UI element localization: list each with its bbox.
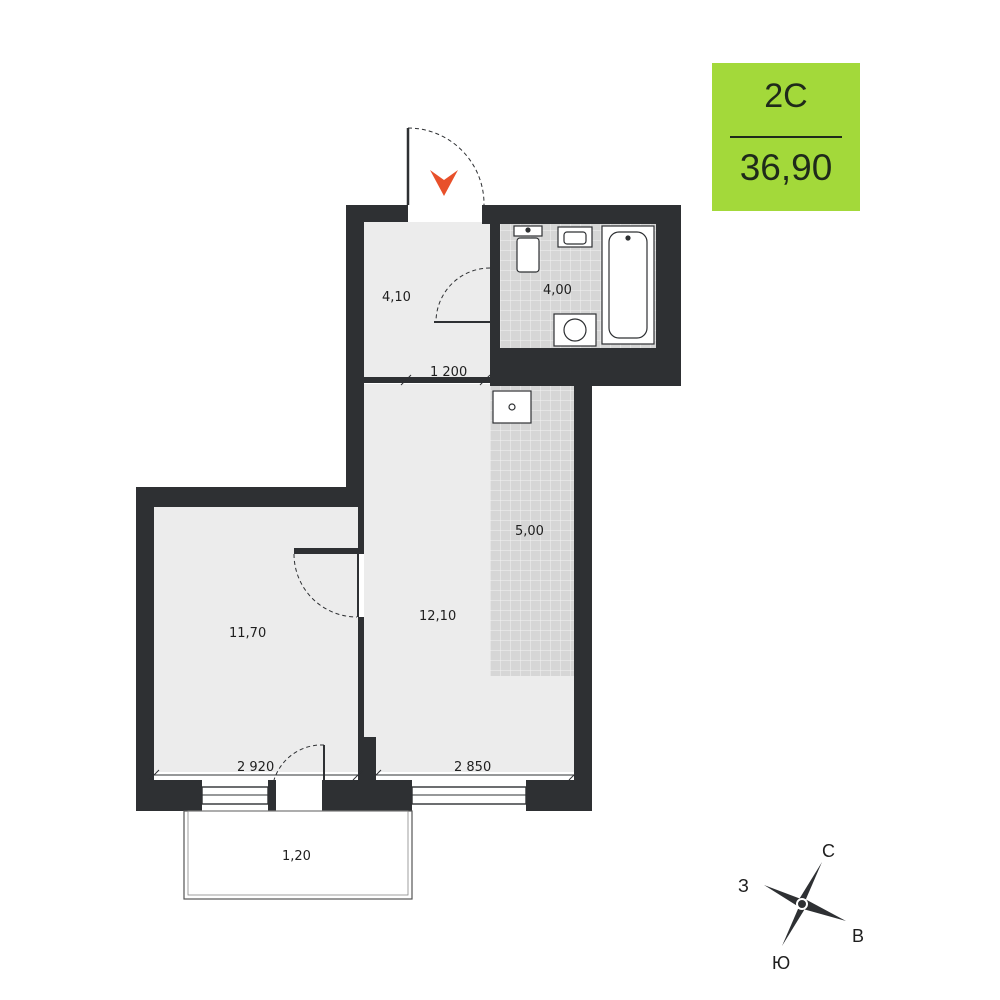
window-living (411, 780, 527, 811)
washing-machine (553, 313, 597, 347)
kitchen-area-label: 5,00 (515, 524, 544, 539)
bathroom-door (434, 267, 491, 323)
apartment-type: 2С (764, 77, 808, 115)
apartment-total-area: 36,90 (739, 147, 833, 188)
kitchen-tile-zone (490, 386, 574, 676)
balcony-door (273, 744, 325, 781)
walls (136, 205, 681, 811)
apartment-badge: 2С 36,90 (712, 63, 860, 211)
bathtub (601, 225, 655, 345)
compass-north: С (822, 841, 835, 861)
dimension-bedroom-label: 2 920 (237, 760, 274, 775)
balcony-area-label: 1,20 (282, 849, 311, 864)
living-area-label: 12,10 (419, 609, 456, 624)
compass-east: В (852, 926, 864, 946)
dimension-hall (364, 374, 491, 386)
badge-divider (730, 136, 842, 138)
entrance-door (406, 127, 485, 206)
bedroom-area-label: 11,70 (229, 626, 266, 641)
bedroom-door (293, 553, 359, 618)
dimension-bedroom (148, 769, 364, 781)
kitchen-sink (492, 390, 532, 424)
compass-south: Ю (772, 953, 790, 973)
dimension-living (370, 769, 580, 781)
entry-arrow (430, 170, 458, 196)
bathroom-sink (557, 226, 593, 248)
hallway-floor (364, 222, 492, 380)
dimension-hall-label: 1 200 (430, 365, 467, 380)
compass-west: З (738, 876, 749, 896)
toilet (513, 225, 543, 273)
window-bedroom (201, 780, 269, 811)
dimension-living-label: 2 850 (454, 760, 491, 775)
hallway-area-label: 4,10 (382, 290, 411, 305)
compass-rose (764, 862, 846, 946)
bathroom-area-label: 4,00 (543, 283, 572, 298)
